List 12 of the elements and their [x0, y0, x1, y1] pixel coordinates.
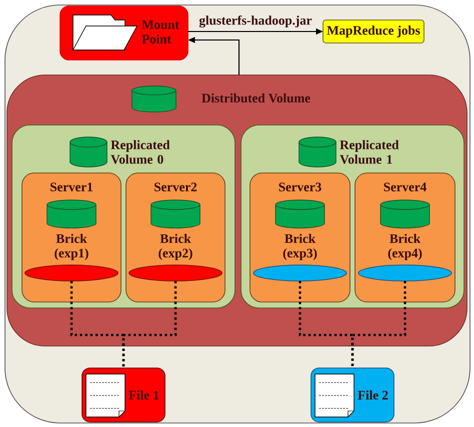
edge-label: glusterfs-hadoop.jar: [198, 14, 314, 28]
dotted-line: [122, 281, 177, 368]
ellipse: [128, 264, 222, 282]
brick-label: Brick (exp1): [54, 234, 88, 260]
ellipse: [24, 264, 118, 282]
dotted-line: [351, 281, 406, 368]
job-box: MapReduce jobs: [322, 20, 424, 44]
brick-label: Brick (exp3): [283, 234, 317, 260]
brick-label: Brick (exp4): [388, 234, 422, 260]
ellipse: [253, 264, 347, 282]
brick-label: Brick (exp2): [158, 234, 192, 260]
ellipse: [358, 264, 452, 282]
